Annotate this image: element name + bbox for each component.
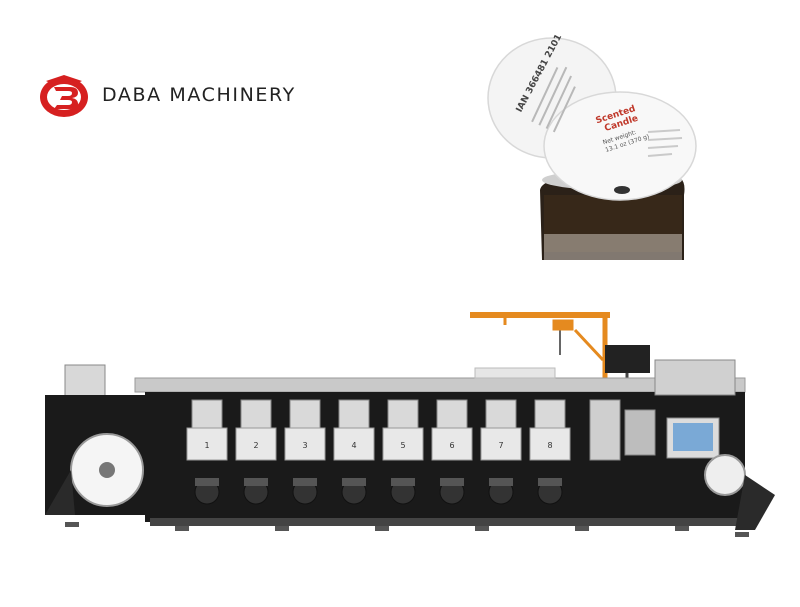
station-number: 3 — [302, 441, 307, 450]
brand-name: DABA MACHINERY — [102, 84, 296, 106]
print-station: 3 — [284, 399, 326, 505]
station-number: 7 — [498, 441, 503, 450]
print-station: 4 — [333, 399, 375, 505]
rewind-roll — [704, 454, 746, 496]
brand-logo: DABA MACHINERY — [38, 70, 318, 120]
label-product-photo: IAN 366481 2101 Scented Candle Net weigh… — [472, 20, 712, 262]
station-number: 4 — [351, 441, 356, 450]
print-station: 7 — [480, 399, 522, 505]
flexo-printing-machine: 1 2 3 4 5 6 7 8 — [45, 312, 775, 537]
print-station: 1 — [186, 399, 228, 505]
station-number: 1 — [204, 441, 209, 450]
monitor — [605, 345, 650, 373]
station-number: 2 — [253, 441, 258, 450]
print-station: 6 — [431, 399, 473, 505]
print-stations: 1 2 3 4 5 6 7 8 — [186, 399, 571, 505]
station-number: 8 — [547, 441, 552, 450]
station-number: 6 — [449, 441, 454, 450]
daba-logo-icon — [40, 75, 88, 117]
label-disc-front — [543, 91, 697, 201]
print-station: 2 — [235, 399, 277, 505]
print-station: 5 — [382, 399, 424, 505]
print-station: 8 — [529, 399, 571, 505]
station-number: 5 — [400, 441, 405, 450]
